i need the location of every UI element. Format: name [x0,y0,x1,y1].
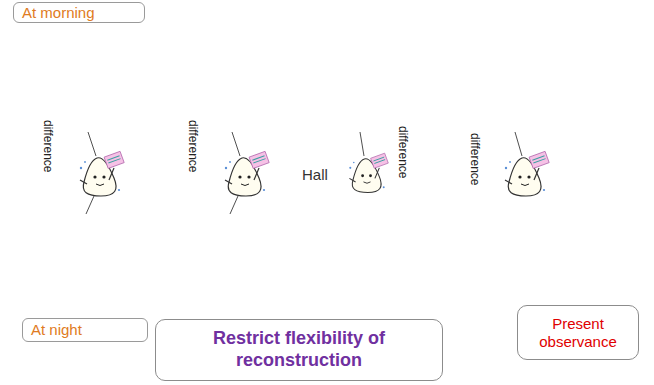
group-frame-shape [13,12,636,137]
arrow-label: difference [42,120,54,172]
block-arrow: difference [385,100,421,250]
group-tab-label: At morning [13,2,145,23]
arrow-label: difference [187,120,199,172]
hall-band: Hall [0,146,652,208]
block-arrow: difference [30,98,66,243]
box-label: Restrict flexibility of reconstruction [162,328,436,371]
band-label: Hall [302,166,328,183]
label-box: Present observance [517,305,639,360]
group-frame: At morning [13,12,636,137]
group-tab-label: At night [22,318,148,342]
arrow-label: difference [397,126,409,178]
note-box: Restrict flexibility of reconstruction [155,319,443,381]
arrow-label: difference [469,133,481,185]
group-frame: At night [13,204,445,330]
block-arrow: difference [175,98,211,243]
block-arrow: difference [455,95,495,245]
box-label: Present observance [524,315,632,351]
group-frame-shape [13,204,445,330]
